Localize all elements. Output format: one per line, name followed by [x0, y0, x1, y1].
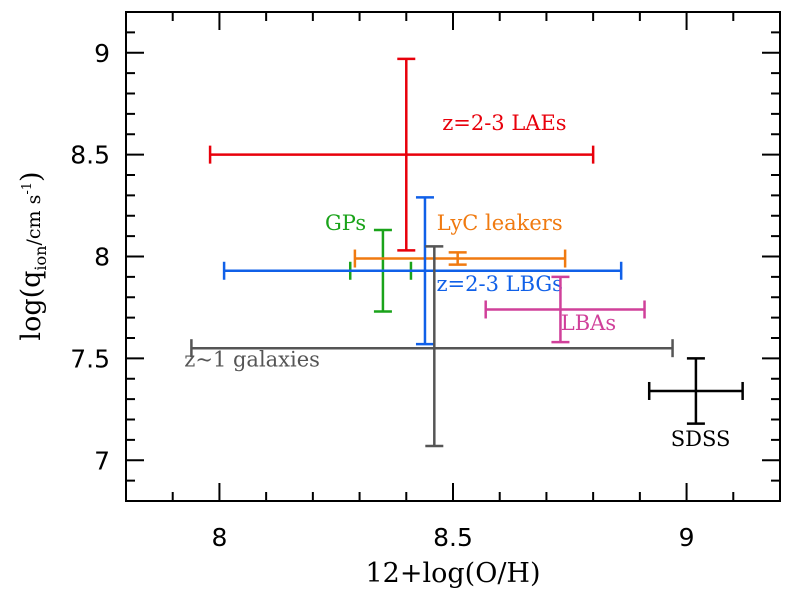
y-tick-label: 8.5: [70, 141, 110, 170]
series-z-1-galaxies: z~1 galaxies: [184, 245, 674, 448]
series-label-z-2-3-lbgs: z=2-3 LBGs: [436, 272, 562, 296]
y-axis-label-sup: -1: [20, 182, 35, 195]
series-label-lbas: LBAs: [561, 311, 616, 335]
series-label-gps: GPs: [325, 211, 366, 235]
axis-ticks: [125, 11, 781, 502]
series-sdss: SDSS: [647, 357, 744, 451]
series-lbas: LBAs: [484, 275, 646, 344]
axis-tick-labels: 8 8.5 9 7 7.5 8 8.5 9: [70, 39, 694, 552]
y-axis-label-main: log(q: [16, 271, 47, 341]
series-label-z-2-3-laes: z=2-3 LAEs: [442, 111, 566, 135]
x-tick-label: 8: [211, 523, 227, 552]
y-tick-label: 7.5: [70, 344, 110, 373]
y-axis-label-sub: ion: [31, 246, 50, 271]
y-tick-label: 7: [94, 446, 110, 475]
x-tick-label: 8.5: [433, 523, 473, 552]
series-label-sdss: SDSS: [671, 427, 731, 451]
y-axis-label-unit: /cm s: [23, 195, 45, 246]
y-axis-label: log(qion/cm s-1): [16, 171, 50, 340]
y-tick-label: 8: [94, 243, 110, 272]
x-tick-label: 9: [679, 523, 695, 552]
x-axis-label: 12+log(O/H): [366, 558, 541, 589]
series-z-2-3-laes: z=2-3 LAEs: [208, 57, 595, 252]
series-label-z-1-galaxies: z~1 galaxies: [184, 348, 320, 372]
series-z-2-3-lbgs: z=2-3 LBGs: [222, 196, 623, 346]
y-tick-label: 9: [94, 39, 110, 68]
series-label-lyc-leakers: LyC leakers: [437, 211, 563, 235]
series-gps: GPs: [325, 211, 413, 313]
y-axis-label-close: ): [16, 171, 47, 182]
series-lyc-leakers: LyC leakers: [353, 211, 567, 268]
